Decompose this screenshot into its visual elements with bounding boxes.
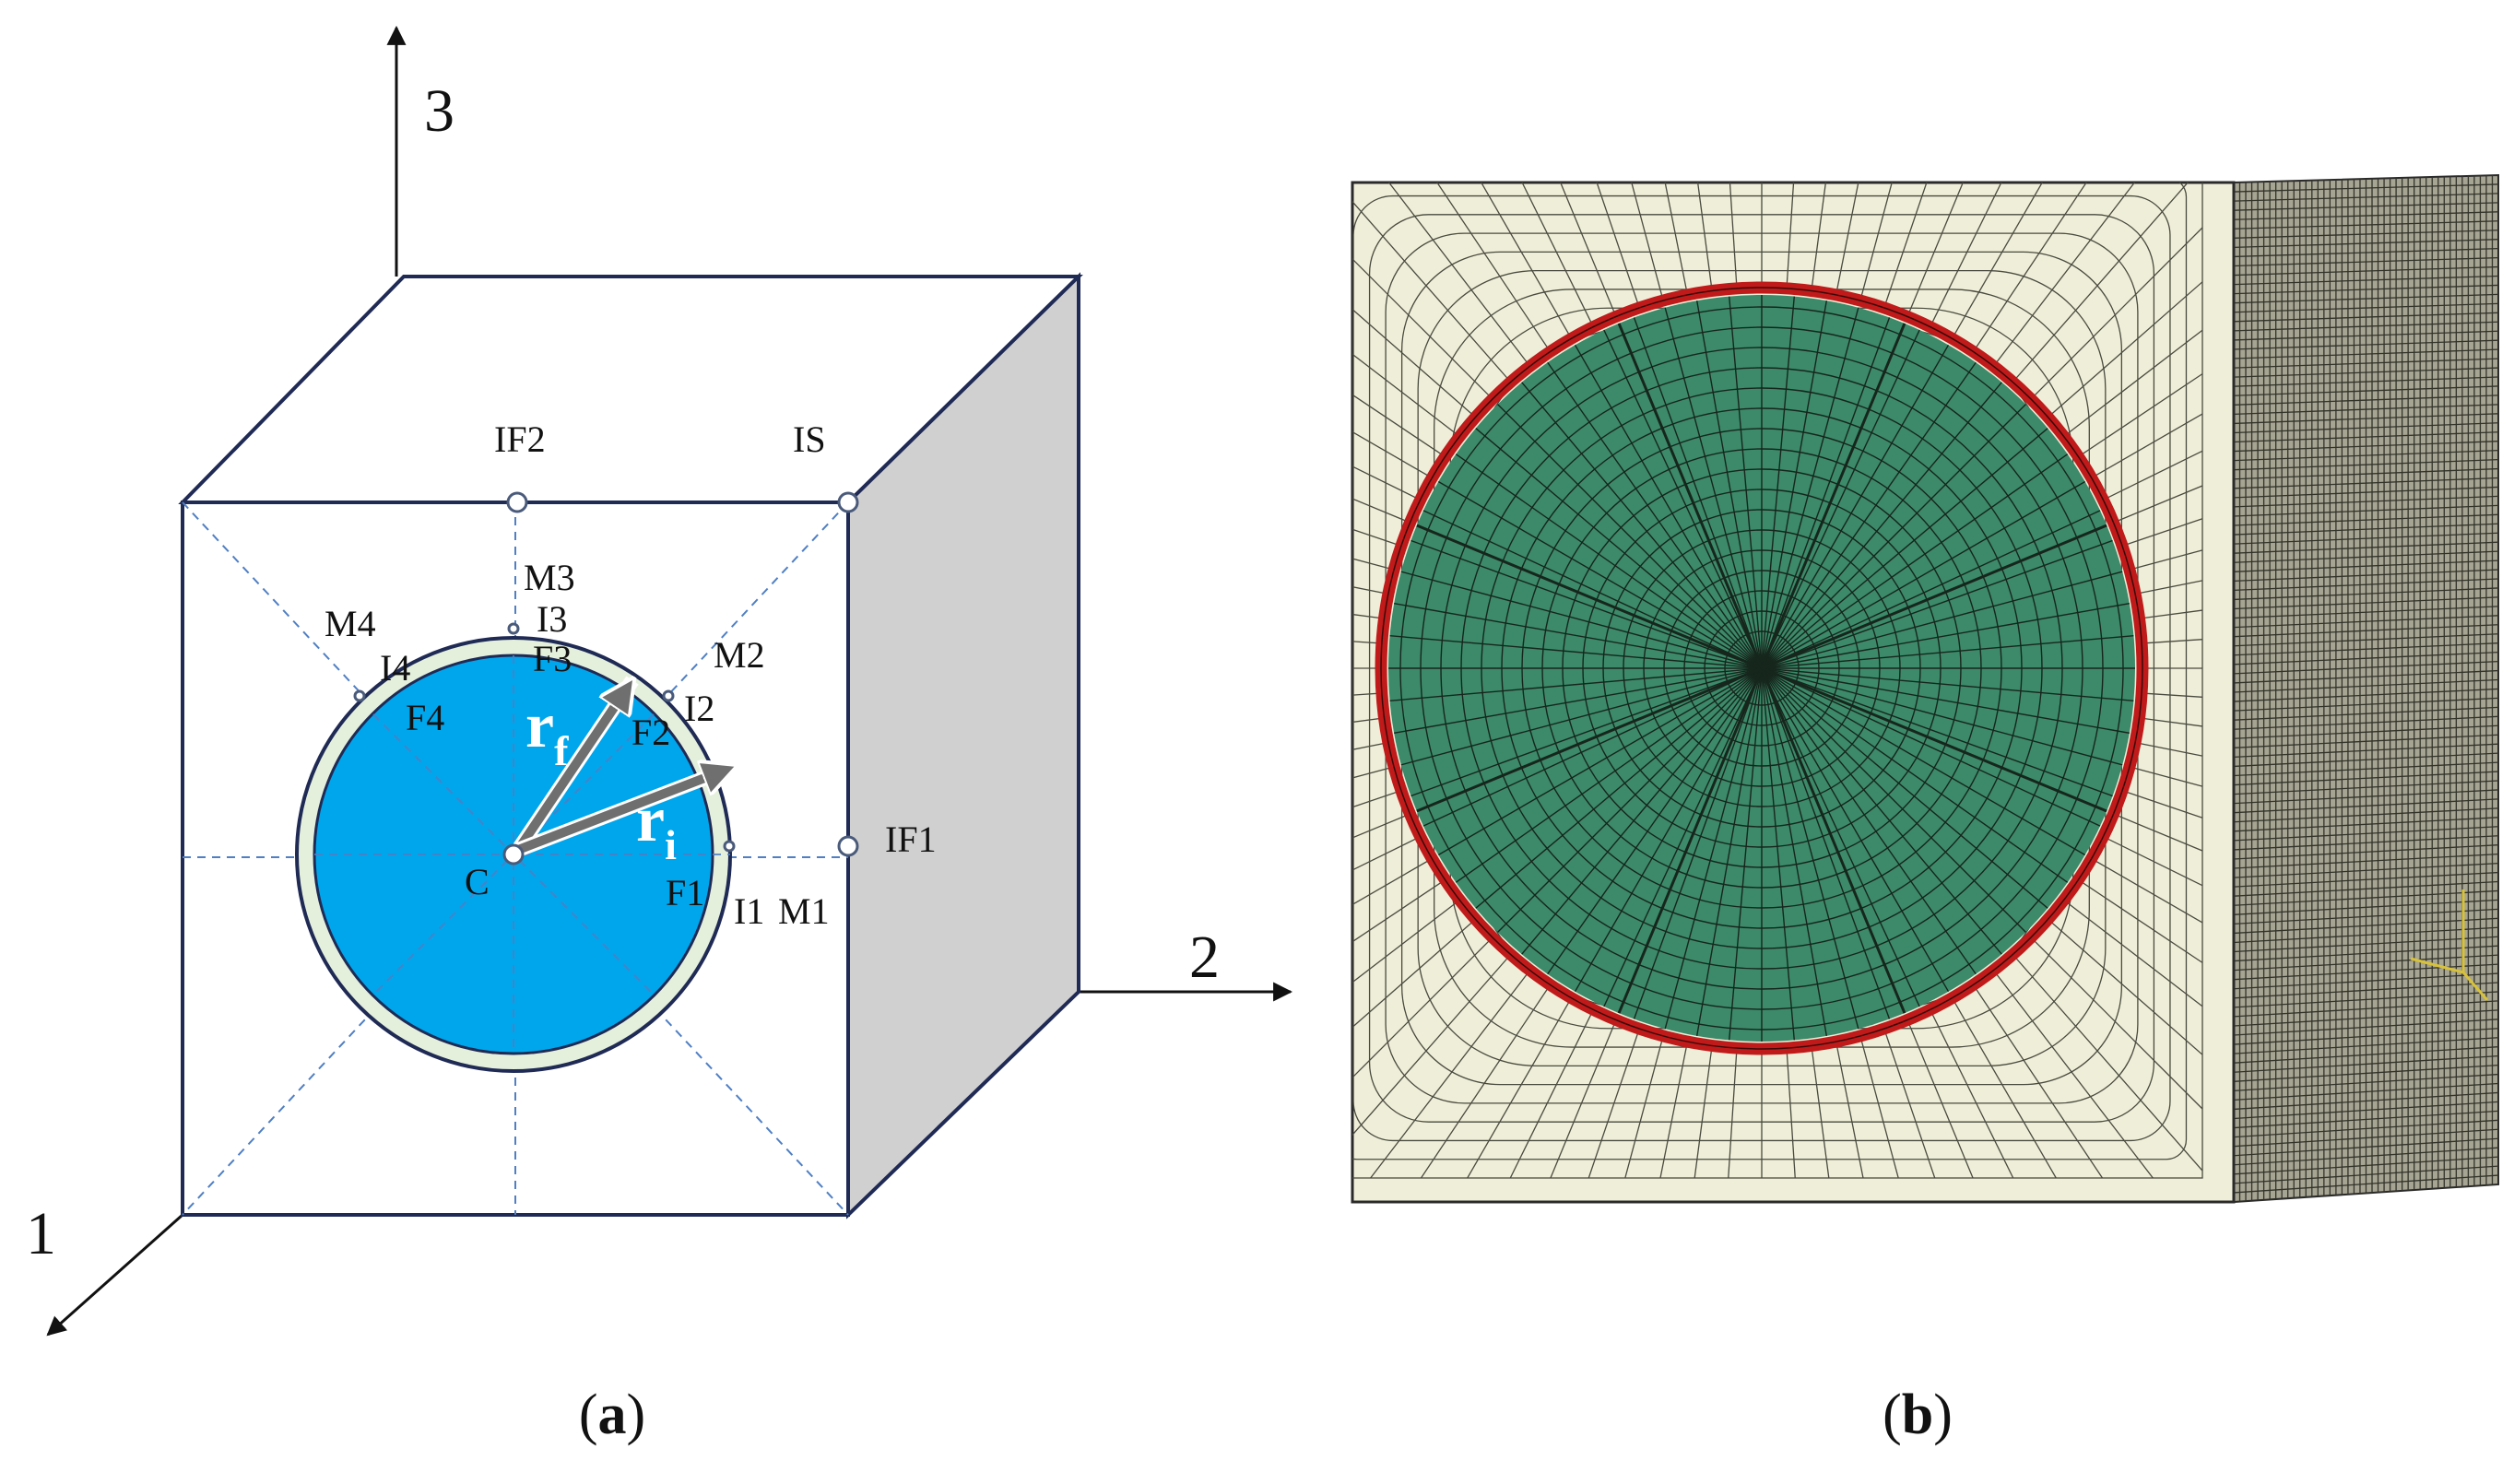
label-M3: M3: [524, 557, 575, 598]
label-C: C: [465, 861, 490, 902]
point-IS: [837, 491, 859, 513]
fiber-radius-arrow: [513, 683, 631, 853]
axis-3-label: 3: [424, 77, 454, 145]
point-C: [502, 843, 525, 866]
radius-fiber-label: rf: [525, 690, 569, 774]
label-F1: F1: [666, 872, 704, 913]
panel-a-schematic: 3 2 1 rf ri: [26, 25, 1293, 1446]
label-I4: I4: [380, 647, 410, 689]
label-F3: F3: [533, 638, 572, 679]
coordinate-triad-icon: [2410, 889, 2489, 1001]
panel-b-fe-mesh: (b): [1351, 173, 2499, 1446]
mesh-side-grid: [2234, 175, 2498, 1202]
point-I2: [662, 689, 675, 702]
point-IF1: [837, 835, 859, 857]
label-IF1: IF1: [885, 819, 937, 860]
label-I2: I2: [684, 688, 714, 729]
key-points: [353, 491, 859, 866]
label-IS: IS: [793, 418, 826, 460]
mesh-fiber-grid: [1388, 295, 2135, 1042]
label-I3: I3: [537, 598, 567, 640]
point-I1: [723, 840, 736, 853]
point-I4: [353, 689, 366, 702]
axis-2-label: 2: [1189, 924, 1220, 991]
label-IF2: IF2: [494, 418, 546, 460]
label-I1: I1: [734, 890, 764, 932]
label-M4: M4: [325, 603, 376, 644]
point-I3: [507, 622, 520, 635]
axis-1-arrow: [46, 1213, 183, 1337]
point-IF2: [506, 491, 528, 513]
label-F2: F2: [631, 712, 670, 753]
label-F4: F4: [406, 697, 444, 738]
radius-interphase-label: ri: [636, 784, 677, 868]
label-M2: M2: [714, 634, 765, 676]
caption-a: (a): [579, 1384, 645, 1446]
label-M1: M1: [778, 890, 830, 932]
interphase-radius-arrow: [516, 768, 731, 854]
caption-b: (b): [1883, 1384, 1953, 1446]
axis-1-label: 1: [26, 1200, 56, 1267]
